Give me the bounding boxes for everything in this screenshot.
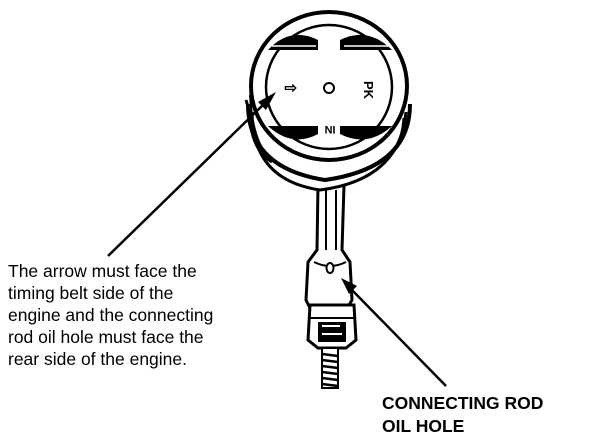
instruction-note-line: rear side of the engine. [8,349,188,369]
oil-hole-leader-line [341,278,447,387]
callout-line: CONNECTING ROD [382,393,544,413]
rod-bolt [321,347,339,389]
front-arrow-mark: ⇧ [281,82,298,95]
instruction-note-line: engine and the connecting [8,305,214,325]
part-number-mark: PK [361,81,376,100]
valve-relief-bottom-left [268,126,318,140]
oil-hole [325,262,335,274]
valve-relief-bottom-right [340,126,392,140]
instruction-note-line: rod oil hole must face the [8,327,204,347]
oil-hole-callout-label: CONNECTING ROD OIL HOLE [382,392,592,438]
intake-mark: IN [324,123,335,135]
instruction-note: The arrow must face the timing belt side… [8,260,298,370]
rod-cap [306,303,358,350]
callout-line: OIL HOLE [382,416,465,436]
instruction-note-line: The arrow must face the [8,261,197,281]
instruction-note-line: timing belt side of the [8,283,174,303]
piston-crown: ⇧ PK IN [249,10,409,162]
arrow-leader-line [107,92,276,257]
crown-center-mark [323,82,335,94]
